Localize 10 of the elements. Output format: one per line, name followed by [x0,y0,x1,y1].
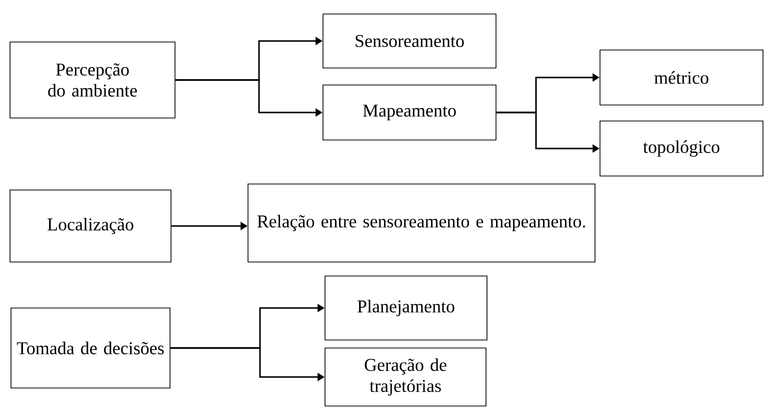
process-box: Sensoreamento [322,14,496,68]
process-box: Relação entre sensoreamento e mapeamento. [248,184,596,262]
process-box: Mapeamento [322,84,496,140]
process-box: Localização [10,190,172,262]
process-box: Percepção do ambiente [10,42,176,118]
process-box: topológico [600,120,764,176]
process-box: Geração de trajetórias [324,348,486,406]
process-box: Tomada de decisões [10,308,170,388]
process-box: métrico [600,50,764,106]
process-box: Planejamento [324,276,488,340]
